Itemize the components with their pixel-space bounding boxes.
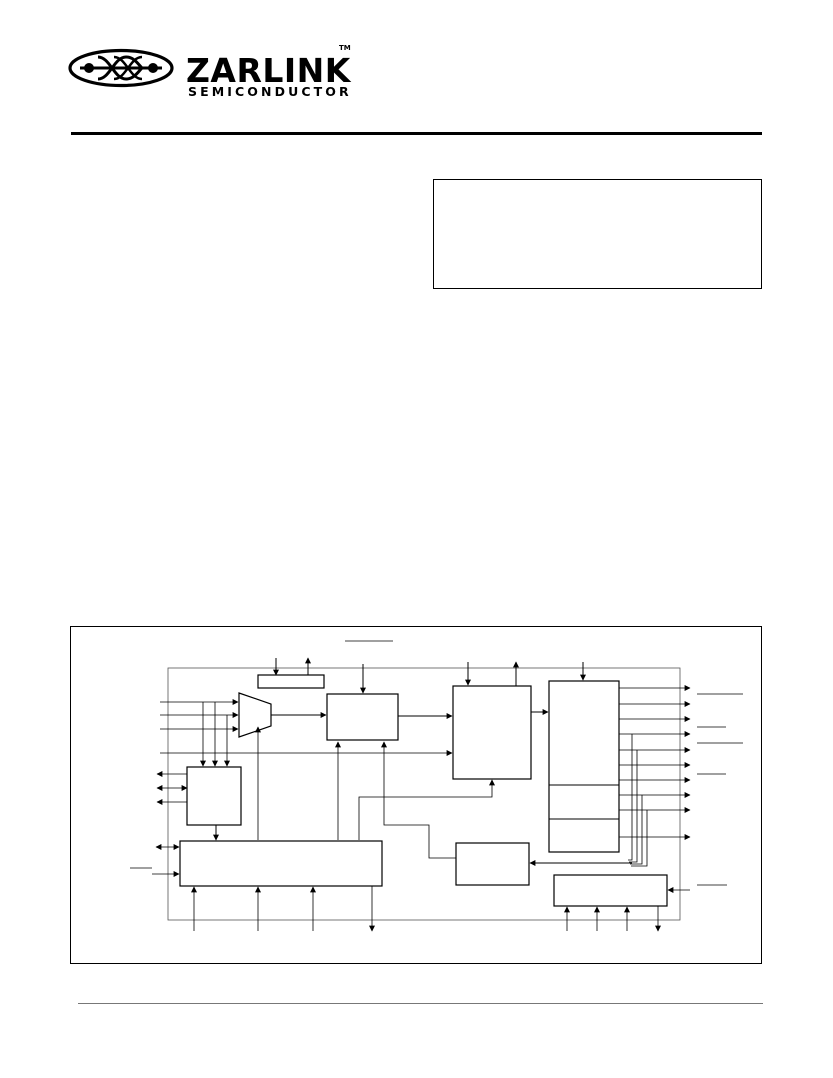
output-decoder <box>455 842 530 886</box>
chip-boundary <box>167 667 681 921</box>
mux <box>238 692 272 738</box>
zarlink-logo-icon <box>68 48 174 88</box>
trademark-mark: TM <box>339 44 351 52</box>
ordering-info-box <box>433 179 762 289</box>
header-rule <box>71 132 762 135</box>
top-register <box>257 674 325 689</box>
interface-block <box>179 840 383 887</box>
storage-block <box>452 685 532 780</box>
bottom-register <box>553 874 668 907</box>
footer-rule <box>78 1003 763 1004</box>
block-diagram-frame <box>70 626 762 964</box>
brand-name: ZARLINK <box>186 51 351 90</box>
control-unit <box>326 693 399 741</box>
input-register <box>186 766 242 826</box>
brand-subtitle: SEMICONDUCTOR <box>188 84 352 99</box>
memory-array <box>548 680 620 853</box>
functional-block-diagram <box>130 640 743 932</box>
